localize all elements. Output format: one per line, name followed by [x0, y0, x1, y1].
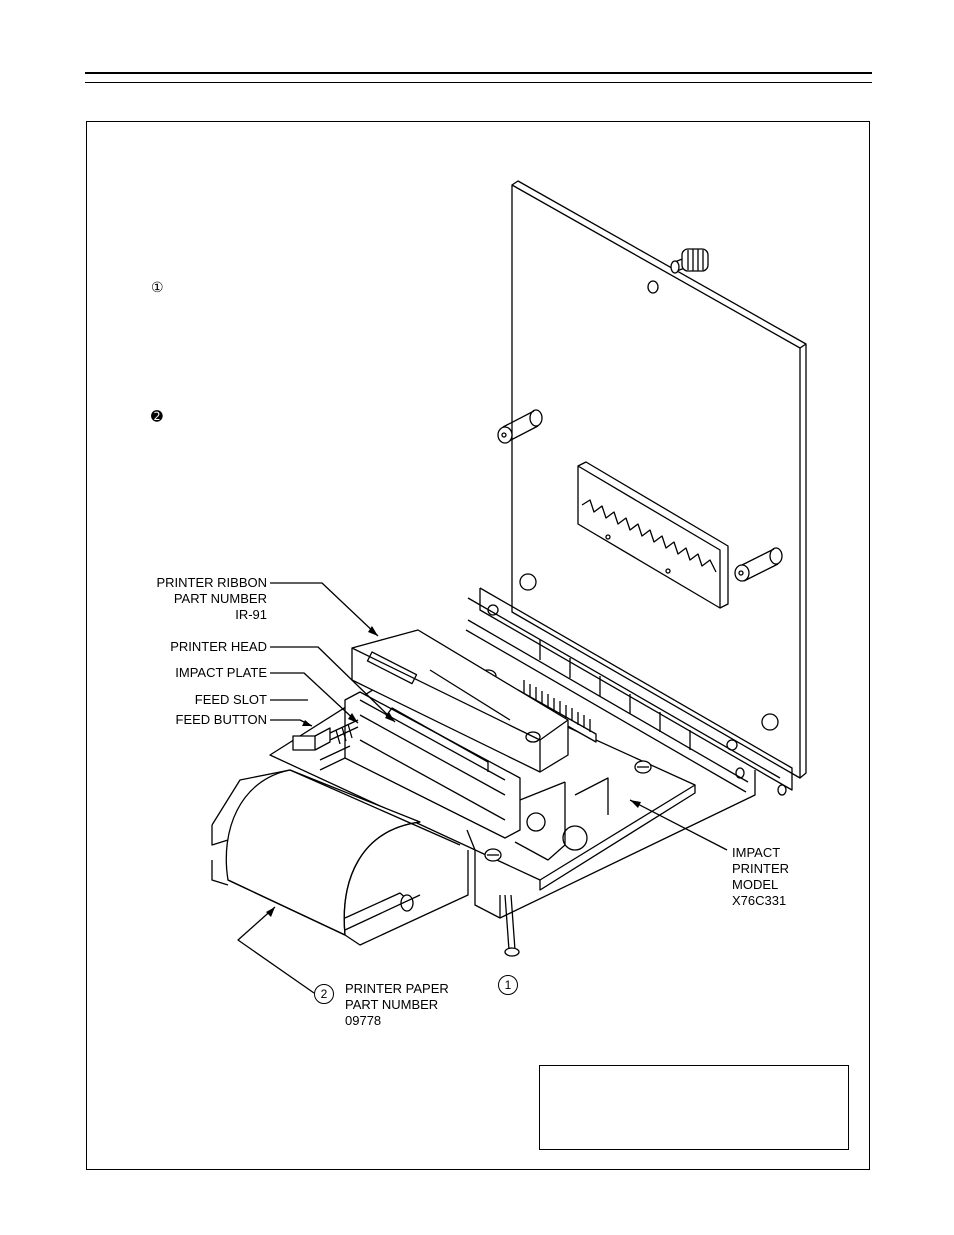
note-box [539, 1065, 849, 1150]
label-ribbon-line-1: PRINTER RIBBON [156, 575, 267, 590]
label-paper-line-1: PRINTER PAPER [345, 981, 449, 996]
label-paper-line-2: PART NUMBER [345, 997, 439, 1012]
paper-roll [211, 769, 469, 946]
label-printer-head: PRINTER HEAD [170, 639, 267, 654]
label-paper-line-3: 09778 [345, 1013, 382, 1028]
label-feed-button: FEED BUTTON [175, 712, 268, 727]
label-printer-paper: PRINTER PAPER PART NUMBER 09778 [345, 981, 449, 1029]
figure-frame [86, 121, 870, 1170]
leader-ribbon [270, 582, 379, 637]
door-knob [647, 248, 709, 294]
leader-paper [237, 906, 315, 994]
feed-controls [292, 719, 359, 771]
label-impact-printer-model: IMPACT PRINTER MODEL X76C331 [732, 845, 789, 909]
header-rule-bottom [85, 82, 872, 83]
hinge [465, 573, 793, 796]
label-feed-slot: FEED SLOT [194, 692, 267, 707]
header-rule-top [85, 72, 872, 74]
label-model-line-1: IMPACT [732, 845, 781, 860]
label-model-line-2: PRINTER [732, 861, 790, 876]
mount-plate [466, 770, 756, 919]
label-ribbon-line-2: PART NUMBER [173, 591, 267, 606]
leader-head [270, 646, 396, 723]
step-1-marker: ① [151, 279, 164, 295]
label-printer-ribbon: PRINTER RIBBON PART NUMBER IR-91 [120, 575, 267, 623]
step-2-marker: ➋ [151, 408, 163, 424]
standoff-right [734, 547, 783, 582]
leader-plate [270, 672, 359, 724]
label-model-line-3: MODEL [732, 877, 779, 892]
label-ribbon-line-3: IR-91 [235, 607, 267, 622]
printer-mechanism [344, 629, 609, 861]
tear-bar [577, 461, 729, 609]
label-impact-plate: IMPACT PLATE [175, 665, 267, 680]
standoff-left [497, 409, 543, 444]
paper-callout-number: 2 [314, 984, 334, 1004]
screw-callout-number: 1 [498, 975, 518, 995]
label-model-line-4: X76C331 [732, 893, 787, 908]
leader-model [629, 799, 728, 851]
